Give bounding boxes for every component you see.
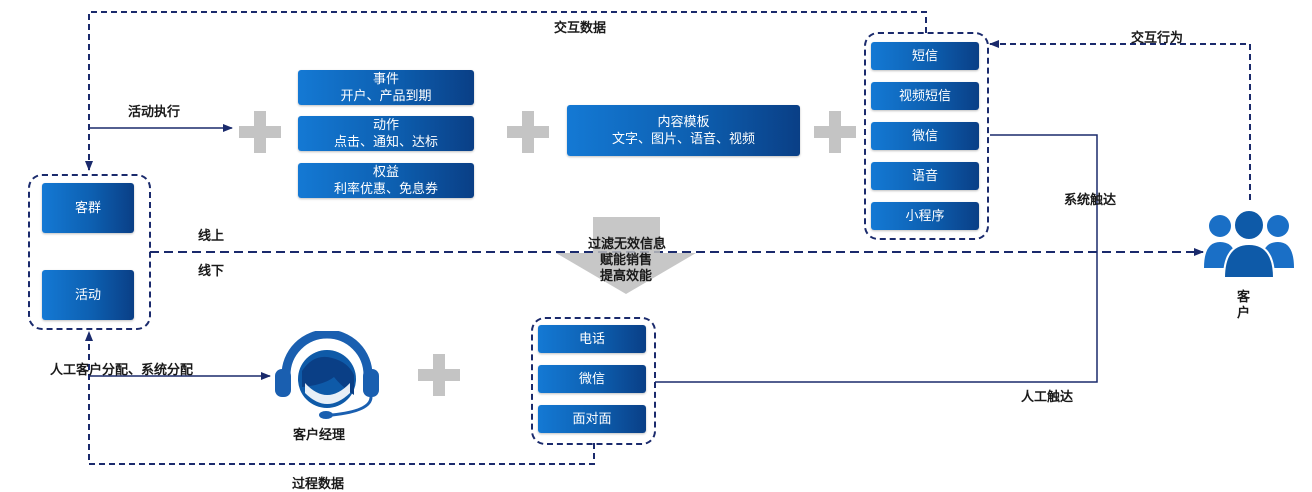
plus-icon [507,111,549,153]
account-manager-label: 客户经理 [293,428,346,443]
channel-sms-label: 短信 [911,48,938,64]
filter-label-2: 赋能销售 [600,253,653,268]
trigger-benefit[interactable]: 权益 利率优惠、免息券 [298,163,474,198]
headset-agent-icon [275,331,379,419]
activity-button[interactable]: 活动 [42,270,134,320]
channel-wechat[interactable]: 微信 [871,122,979,150]
channel-mini-program-label: 小程序 [905,208,945,224]
filter-label-1: 过滤无效信息 [588,237,667,252]
system-reach-line [655,134,1098,383]
content-template-detail: 文字、图片、语音、视频 [611,131,755,147]
trigger-event-title: 事件 [372,71,399,87]
customer-label-line2: 户 [1237,306,1251,321]
channel-mini-program[interactable]: 小程序 [871,202,979,230]
segment-button[interactable]: 客群 [42,183,134,233]
trigger-event[interactable]: 事件 开户、产品到期 [298,70,474,105]
channel-sms[interactable]: 短信 [871,42,979,70]
content-template-title: 内容模板 [657,114,710,130]
trigger-event-detail: 开户、产品到期 [340,88,432,104]
process-data-line [85,331,595,465]
trigger-action[interactable]: 动作 点击、通知、达标 [298,116,474,151]
system-reach-label: 系统触达 [1064,193,1117,208]
channel-face-to-face-label: 面对面 [572,411,612,427]
interaction-behavior-label: 交互行为 [1131,31,1184,46]
manual-reach-label: 人工触达 [1021,390,1074,405]
activity-execution-label: 活动执行 [128,105,181,120]
segment-activity-group [28,174,151,330]
activity-label: 活动 [74,287,101,303]
filter-label-3: 提高效能 [600,269,653,284]
funnel-arrow-icon [556,217,696,294]
online-channels-group [864,32,989,240]
channel-video-sms[interactable]: 视频短信 [871,82,979,110]
content-template-button[interactable]: 内容模板 文字、图片、语音、视频 [567,105,800,156]
trigger-benefit-detail: 利率优惠、免息券 [333,181,438,197]
plus-icon [418,354,460,396]
offline-label: 线下 [198,264,225,279]
channel-voice[interactable]: 语音 [871,162,979,190]
customer-label-line1: 客 [1237,290,1251,305]
trigger-action-detail: 点击、通知、达标 [333,134,438,150]
online-label: 线上 [198,229,225,244]
channel-wechat-label: 微信 [911,128,938,144]
channel-voice-label: 语音 [911,168,938,184]
interaction-data-line [85,11,927,171]
channel-offline-wechat[interactable]: 微信 [538,365,646,393]
trigger-benefit-title: 权益 [372,164,399,180]
user-group-icon [1204,209,1294,279]
channel-phone-label: 电话 [578,331,605,347]
channel-offline-wechat-label: 微信 [578,371,605,387]
manual-assign-label: 人工客户分配、系统分配 [50,363,194,378]
segment-label: 客群 [74,200,101,216]
plus-icon [239,111,281,153]
interaction-behavior-line [989,40,1251,200]
channel-video-sms-label: 视频短信 [898,88,951,104]
offline-channels-group [531,317,656,445]
channel-face-to-face[interactable]: 面对面 [538,405,646,433]
interaction-data-label: 交互数据 [554,21,607,36]
plus-icon [814,111,856,153]
channel-phone[interactable]: 电话 [538,325,646,353]
trigger-action-title: 动作 [372,117,399,133]
process-data-label: 过程数据 [292,477,345,492]
